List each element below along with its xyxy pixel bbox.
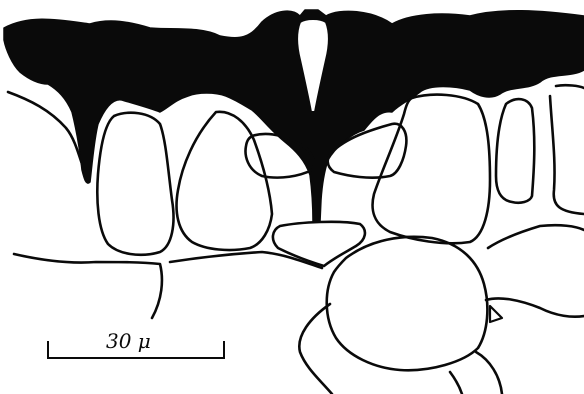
intercellular-space — [490, 306, 502, 322]
wall-connector-middle — [170, 252, 322, 268]
cell-under-stoma — [273, 222, 365, 266]
scale-bar: 30 μ — [48, 329, 224, 358]
cell-2 — [177, 112, 272, 250]
lower-left-walls — [299, 304, 462, 394]
cell-4 — [496, 99, 534, 203]
scale-bar-label: 30 μ — [106, 329, 151, 353]
cell-3 — [373, 95, 490, 244]
cell-right-edge — [550, 85, 584, 214]
large-lower-cell — [327, 237, 488, 370]
cell-1 — [97, 113, 173, 255]
wall-connector-left — [14, 254, 162, 318]
